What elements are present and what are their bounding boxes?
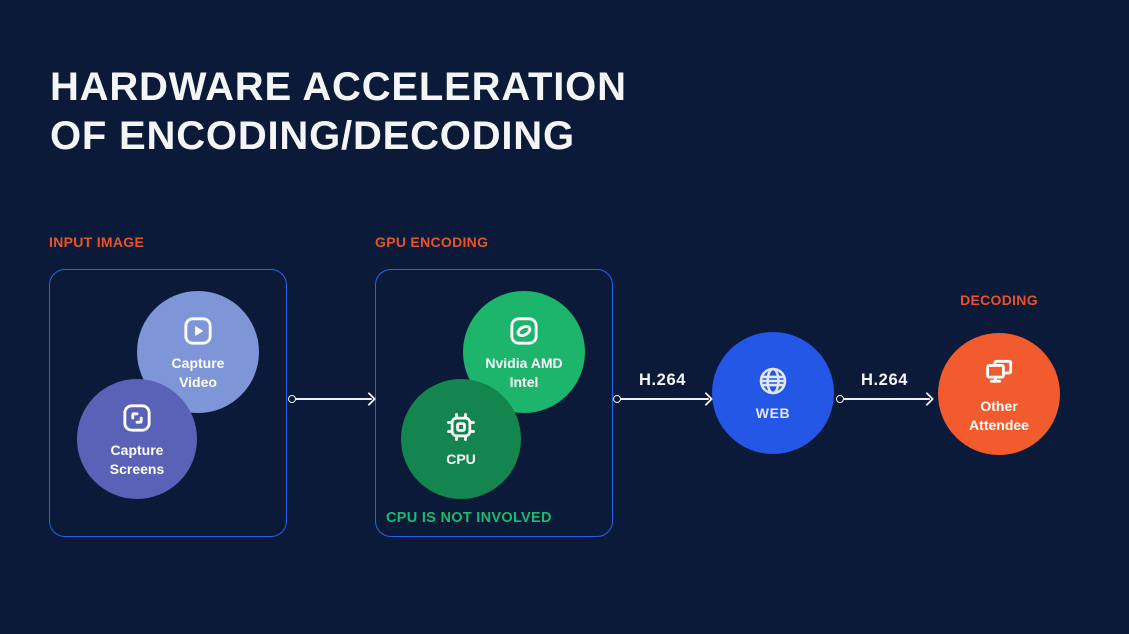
decoding-heading: DECODING xyxy=(960,292,1038,308)
gpu-encoding-heading: GPU ENCODING xyxy=(375,234,489,250)
gpu-encoding-box xyxy=(375,269,613,537)
cpu-chip-icon xyxy=(443,409,479,445)
web-node: WEB xyxy=(712,332,834,454)
gpu-vendors-label-line2: Intel xyxy=(509,373,539,390)
capture-screens-label-line1: Capture xyxy=(110,441,164,458)
cpu-node: CPU xyxy=(401,379,521,499)
arrow-line xyxy=(843,398,930,400)
arrow-head-icon xyxy=(919,391,935,406)
input-image-heading: INPUT IMAGE xyxy=(49,234,145,250)
h264-label: H.264 xyxy=(860,371,909,389)
cpu-not-involved-note: CPU IS NOT INVOLVED xyxy=(386,510,552,526)
arrow-line xyxy=(295,398,372,400)
page-title-line2: OF ENCODING/DECODING xyxy=(50,114,575,158)
dual-monitors-icon xyxy=(980,354,1018,392)
page-title: HARDWARE ACCELERATION OF ENCODING/DECODI… xyxy=(50,63,627,161)
play-video-icon xyxy=(180,313,216,349)
gpu-chip-icon xyxy=(506,313,542,349)
gpu-vendors-label-line1: Nvidia AMD xyxy=(485,354,563,371)
page-title-line1: HARDWARE ACCELERATION xyxy=(50,65,627,109)
other-attendee-label-line2: Attendee xyxy=(969,416,1029,433)
arrow-head-icon xyxy=(698,391,714,406)
capture-screens-node: Capture Screens xyxy=(77,379,197,499)
arrow-line xyxy=(620,398,709,400)
other-attendee-node: Other Attendee xyxy=(938,333,1060,455)
arrow-head-icon xyxy=(361,391,377,406)
capture-screens-label-line2: Screens xyxy=(109,460,165,477)
screen-capture-icon xyxy=(119,400,155,436)
cpu-label: CPU xyxy=(446,451,476,467)
other-attendee-label-line1: Other xyxy=(980,397,1018,414)
h264-label: H.264 xyxy=(638,371,687,389)
input-image-box xyxy=(49,269,287,537)
capture-video-label-line1: Capture xyxy=(171,354,225,371)
web-label: WEB xyxy=(755,405,791,421)
globe-icon xyxy=(755,363,791,399)
capture-video-label-line2: Video xyxy=(179,373,217,390)
